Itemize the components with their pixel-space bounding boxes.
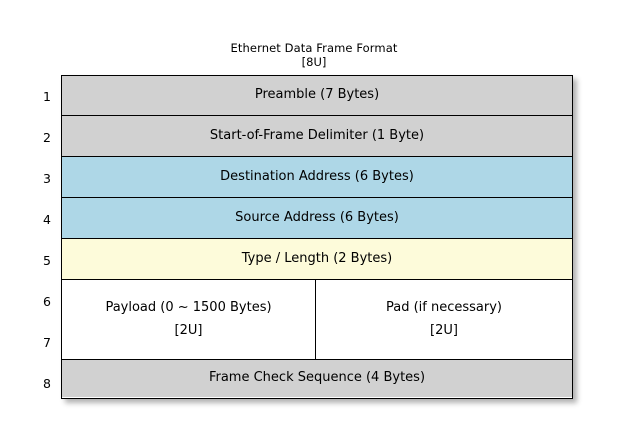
frame-field-type-length: Type / Length (2 Bytes) <box>62 239 572 280</box>
frame-field-pad-label: Pad (if necessary) <box>385 299 502 315</box>
frame-field-type-length-label: Type / Length (2 Bytes) <box>241 250 393 266</box>
frame-field-pad-text: Pad (if necessary) [2U] <box>386 297 502 343</box>
row-number-5: 5 <box>43 253 51 268</box>
frame-field-fcs-label: Frame Check Sequence (4 Bytes) <box>208 370 426 386</box>
row-number-1: 1 <box>43 89 51 104</box>
frame-field-payload-text: Payload (0 ~ 1500 Bytes) [2U] <box>105 297 271 343</box>
frame-field-source-address-label: Source Address (6 Bytes) <box>235 209 399 225</box>
frame-field-source-address: Source Address (6 Bytes) <box>62 198 572 239</box>
row-number-6: 6 <box>43 294 51 309</box>
row-number-7: 7 <box>43 335 51 350</box>
diagram-title: Ethernet Data Frame Format <box>230 41 398 55</box>
diagram-subtitle: [8U] <box>301 55 327 70</box>
frame-field-destination-address: Destination Address (6 Bytes) <box>62 157 572 198</box>
row-number-3: 3 <box>43 171 51 186</box>
frame-field-destination-address-label: Destination Address (6 Bytes) <box>220 168 414 184</box>
row-number-8: 8 <box>43 376 51 391</box>
frame-field-sfd: Start-of-Frame Delimiter (1 Byte) <box>62 116 572 157</box>
frame-field-preamble-label: Preamble (7 Bytes) <box>254 87 380 103</box>
row-number-2: 2 <box>43 130 51 145</box>
frame-field-preamble: Preamble (7 Bytes) <box>62 76 572 116</box>
row-number-4: 4 <box>43 212 51 227</box>
row-number-gutter: 1 2 3 4 5 6 7 8 <box>36 75 58 399</box>
frame-field-sfd-label: Start-of-Frame Delimiter (1 Byte) <box>209 127 425 143</box>
frame-table: Preamble (7 Bytes) Start-of-Frame Delimi… <box>61 75 573 399</box>
frame-field-pad: Pad (if necessary) [2U] <box>316 280 572 359</box>
diagram-title-block: Ethernet Data Frame Format [8U] <box>0 41 628 70</box>
frame-field-payload: Payload (0 ~ 1500 Bytes) [2U] <box>62 280 316 359</box>
frame-field-payload-label: Payload (0 ~ 1500 Bytes) <box>105 299 272 315</box>
frame-field-payload-pad: Payload (0 ~ 1500 Bytes) [2U] Pad (if ne… <box>62 280 572 360</box>
frame-field-pad-sublabel: [2U] <box>430 322 458 338</box>
frame-field-payload-sublabel: [2U] <box>174 322 203 338</box>
frame-field-fcs: Frame Check Sequence (4 Bytes) <box>62 360 572 397</box>
